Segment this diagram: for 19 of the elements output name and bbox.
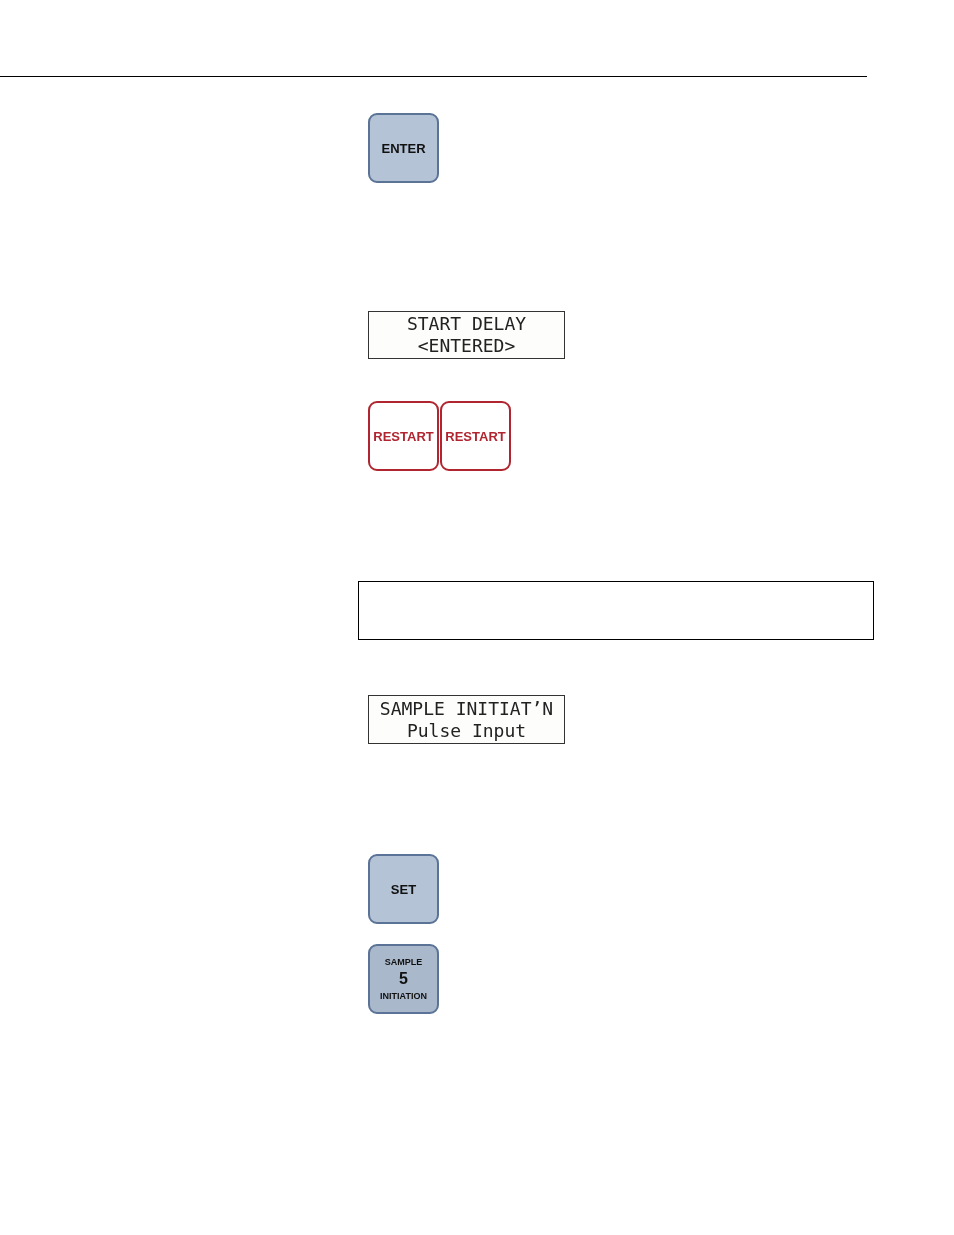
display-line: START DELAY — [406, 313, 527, 335]
key-label: RESTART — [373, 428, 434, 444]
key-label: SET — [390, 881, 417, 897]
lcd-display — [368, 695, 565, 744]
key-label: 5 — [399, 970, 408, 988]
key-button — [368, 113, 439, 183]
lcd-display — [368, 311, 565, 359]
display-line: Pulse Input — [406, 719, 527, 742]
note-box — [358, 581, 874, 640]
display-line: <ENTERED> — [417, 335, 516, 357]
key-button — [368, 854, 439, 924]
restart-key — [440, 401, 511, 471]
restart-key — [368, 401, 439, 471]
key-label: RESTART — [445, 428, 506, 444]
key-label: ENTER — [381, 140, 426, 156]
key-button — [368, 944, 439, 1014]
display-line: SAMPLE INITIAT’N — [379, 697, 554, 720]
key-label: SAMPLE — [384, 957, 423, 967]
key-label: INITIATION — [380, 991, 427, 1001]
